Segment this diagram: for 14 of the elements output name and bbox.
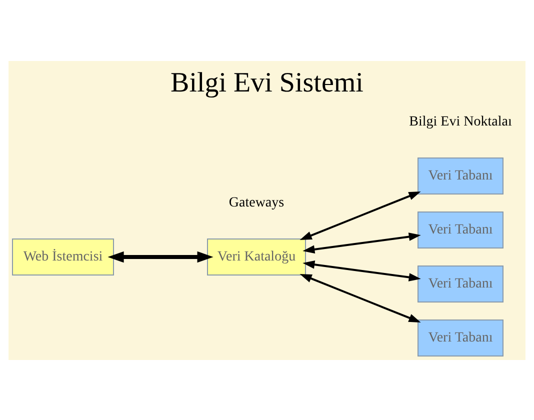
diagram-title: Bilgi Evi Sistemi	[170, 66, 364, 98]
node-box: Veri Tabanı	[418, 265, 504, 302]
arrow	[108, 250, 214, 262]
label: Bilgi Evi Noktalaı	[409, 114, 512, 130]
node-box: Veri Tabanı	[418, 319, 504, 356]
node-box: Veri Kataloğu	[207, 238, 306, 275]
arrow	[300, 273, 421, 322]
arrow	[302, 232, 421, 254]
label: Gateways	[228, 195, 284, 210]
node-box: Veri Tabanı	[418, 211, 504, 248]
node-box: Web İstemcisi	[12, 238, 114, 275]
arrow	[300, 191, 421, 240]
arrow	[302, 260, 421, 281]
node-box: Veri Tabanı	[418, 157, 504, 194]
